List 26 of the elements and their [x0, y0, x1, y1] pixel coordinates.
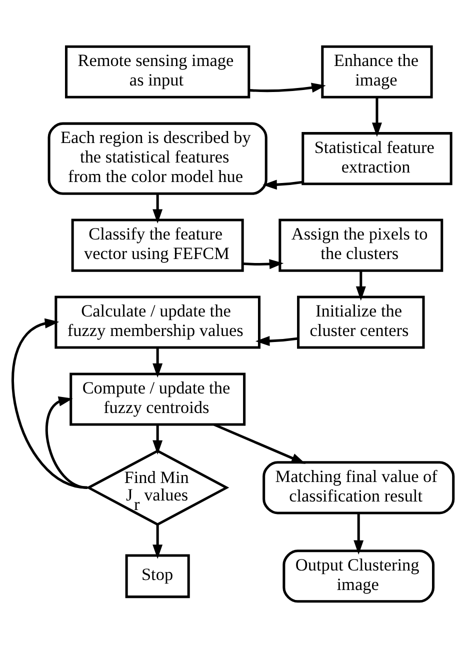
node-box: Assign the pixels to the clusters [278, 218, 444, 272]
node-box: Matching final value of classification result [262, 461, 455, 514]
arrow [152, 424, 163, 455]
node-box: Compute / update the fuzzy centroids [70, 372, 246, 426]
arrow [249, 82, 326, 93]
arrow [45, 396, 88, 489]
node-box: Remote sensing image as input [65, 45, 250, 98]
node-box: Stop [125, 554, 190, 598]
node-box: Output Clustering image [282, 550, 435, 603]
node-box: Statistical feature extraction [302, 132, 452, 186]
node-box: Initialize the cluster centers [297, 296, 425, 349]
arrow [242, 259, 284, 270]
node-box: Calculate / update the fuzzy membership values [54, 296, 260, 349]
arrow [214, 423, 306, 464]
arrow [255, 336, 298, 346]
node-box: Classify the feature vector using FEFCM [71, 218, 244, 272]
arrow [372, 97, 382, 137]
arrow [152, 194, 163, 224]
arrow [152, 524, 163, 559]
node-box: Enhance the image [321, 45, 433, 98]
arrow [356, 270, 366, 301]
arrow [152, 348, 163, 378]
arrow [354, 513, 364, 555]
arrow [262, 180, 303, 190]
node-box: Each region is described by the statistical features from the color model hue [48, 122, 268, 195]
arrow [12, 318, 88, 489]
